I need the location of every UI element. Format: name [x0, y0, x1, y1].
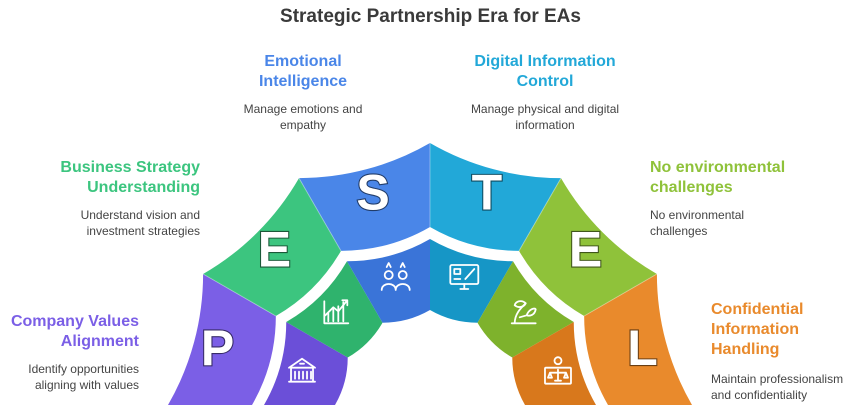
segment-divider [583, 273, 658, 317]
heading-line: Emotional [264, 53, 342, 70]
desc-line: Manage emotions and [243, 102, 363, 116]
heading-line: challenges [650, 179, 733, 196]
justice-icon [544, 356, 572, 385]
outer-segment-4 [519, 178, 657, 316]
desc-line: aligning with values [34, 378, 139, 392]
inner-segment-1 [286, 261, 383, 358]
desc-line: No environmental [650, 208, 745, 222]
desc-emotional-intelligence: Manage emotions and empathy [208, 101, 398, 133]
segment-divider [202, 273, 277, 317]
segment-letter-0: P [201, 320, 234, 376]
heading-line: Business Strategy [60, 159, 200, 176]
desc-environmental: No environmental challenges [650, 207, 785, 239]
desc-line: investment strategies [86, 224, 200, 238]
growth-chart-icon [323, 299, 350, 325]
outer-segment-1 [203, 178, 341, 316]
monitor-edit-icon [449, 264, 480, 290]
label-environmental: No environmental challenges No environme… [650, 158, 785, 239]
segment-divider [298, 177, 342, 252]
building-icon [288, 357, 316, 383]
desc-confidential: Maintain professionalism and confidentia… [711, 371, 843, 403]
segment-divider [518, 177, 562, 252]
heading-business-strategy: Business Strategy Understanding [60, 158, 200, 198]
segment-letter-2: S [356, 164, 389, 220]
inner-segment-4 [477, 261, 574, 358]
heading-line: Company Values [10, 313, 139, 330]
plant-icon [510, 300, 537, 325]
desc-line: Understand vision and [80, 208, 200, 222]
heading-confidential: Confidential Information Handling [711, 300, 843, 360]
heading-line: No environmental [650, 159, 786, 176]
desc-line: Manage physical and digital [470, 102, 620, 116]
segment-letter-4: E [569, 221, 602, 277]
people-icon [380, 262, 411, 291]
segment-letter-3: T [472, 164, 503, 220]
inner-segment-2 [347, 239, 430, 323]
inner-segment-3 [430, 239, 513, 323]
heading-line: Handling [711, 341, 780, 358]
heading-line: Information [711, 321, 799, 338]
heading-emotional-intelligence: Emotional Intelligence [208, 52, 398, 92]
desc-business-strategy: Understand vision and investment strateg… [60, 207, 200, 239]
label-company-values: Company Values Alignment Identify opport… [11, 312, 139, 393]
heading-digital-information: Digital Information Control [440, 52, 650, 92]
inner-segment-5 [512, 322, 596, 405]
desc-line: Maintain professionalism [711, 372, 844, 386]
desc-line: challenges [650, 224, 708, 238]
desc-line: information [515, 118, 575, 132]
heading-line: Understanding [87, 179, 200, 196]
desc-line: and confidentiality [711, 388, 808, 402]
desc-line: empathy [279, 118, 327, 132]
label-confidential: Confidential Information Handling Mainta… [711, 300, 843, 403]
heading-line: Alignment [60, 333, 139, 350]
desc-digital-information: Manage physical and digital information [440, 101, 650, 133]
label-business-strategy: Business Strategy Understanding Understa… [60, 158, 200, 239]
heading-line: Confidential [711, 301, 804, 318]
desc-company-values: Identify opportunities aligning with val… [11, 361, 139, 393]
label-emotional-intelligence: Emotional Intelligence Manage emotions a… [208, 52, 398, 133]
heading-company-values: Company Values Alignment [11, 312, 139, 352]
segment-letter-1: E [258, 221, 291, 277]
label-digital-information: Digital Information Control Manage physi… [440, 52, 650, 133]
outer-segment-0 [168, 274, 276, 405]
segment-letter-5: L [627, 320, 658, 376]
inner-segment-0 [264, 322, 348, 405]
outer-segment-2 [299, 143, 430, 251]
desc-line: Identify opportunities [28, 362, 139, 376]
heading-line: Control [516, 73, 574, 90]
outer-segment-3 [430, 143, 561, 251]
heading-line: Digital Information [474, 53, 616, 70]
heading-environmental: No environmental challenges [650, 158, 785, 198]
diagram-title: Strategic Partnership Era for EAs [280, 6, 581, 27]
heading-line: Intelligence [258, 73, 348, 90]
outer-segment-5 [584, 274, 692, 405]
